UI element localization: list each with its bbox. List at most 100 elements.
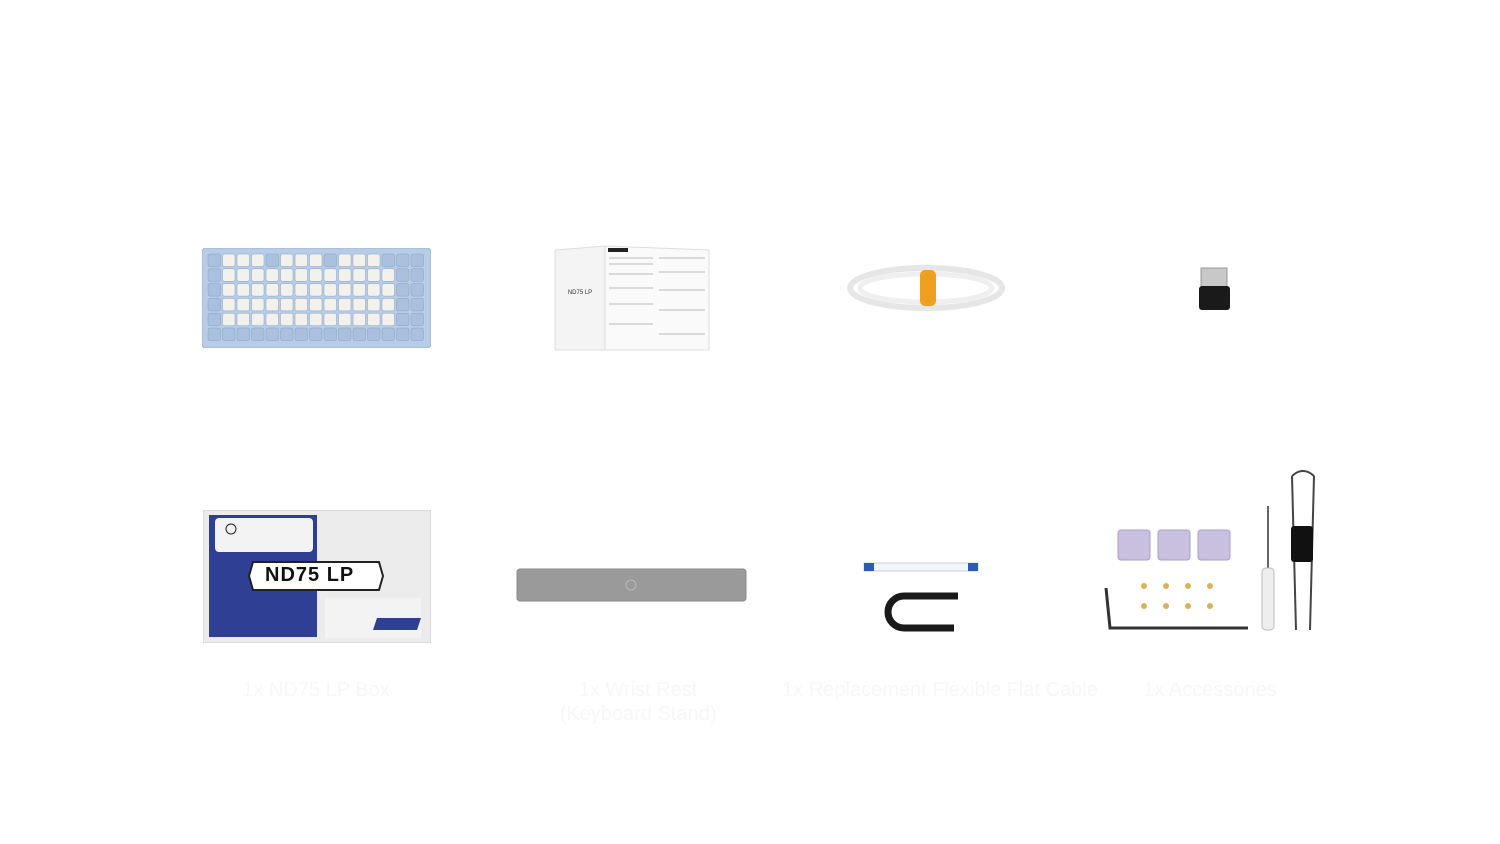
manual-title: ND75 LP — [568, 290, 592, 296]
keycap — [381, 312, 395, 326]
keycap — [410, 298, 424, 312]
keycap — [265, 327, 279, 341]
keycap — [251, 298, 265, 312]
keycap — [222, 283, 236, 297]
keycaps — [207, 253, 424, 341]
keycap — [222, 312, 236, 326]
keycap — [222, 253, 236, 267]
box-image — [203, 510, 431, 643]
flex-cable-label: 1x Replacement Flexible Flat Cable — [782, 679, 1098, 701]
keycap — [294, 312, 308, 326]
manual-image: ND75 LP — [554, 245, 710, 351]
keycap — [236, 312, 250, 326]
keycap — [338, 327, 352, 341]
keycap — [338, 253, 352, 267]
keycap — [294, 253, 308, 267]
keycap — [251, 312, 265, 326]
keycap — [207, 268, 221, 282]
keycap — [207, 283, 221, 297]
keycap — [396, 253, 410, 267]
flex-cable-image — [863, 562, 979, 632]
accessories-label: 1x Accessories — [1143, 679, 1277, 701]
keycap — [207, 298, 221, 312]
keycap — [251, 283, 265, 297]
keycap — [381, 268, 395, 282]
accessories-image — [1104, 470, 1315, 631]
box-logo-text: ND75 LP — [265, 564, 355, 586]
keycap — [222, 327, 236, 341]
keycap — [338, 268, 352, 282]
keycap — [280, 298, 294, 312]
keycap — [323, 312, 337, 326]
keycap — [251, 268, 265, 282]
keycap — [323, 253, 337, 267]
keycap — [280, 283, 294, 297]
keycap — [381, 327, 395, 341]
keycap — [396, 283, 410, 297]
keycap — [381, 283, 395, 297]
keycap — [222, 268, 236, 282]
keycap — [236, 268, 250, 282]
usb-receiver-image — [1199, 267, 1230, 310]
hex-key — [1104, 587, 1248, 630]
keycap — [367, 312, 381, 326]
keycap — [352, 312, 366, 326]
keycap — [236, 283, 250, 297]
keycap — [352, 268, 366, 282]
keycap — [309, 312, 323, 326]
keycap — [410, 253, 424, 267]
keycap — [352, 253, 366, 267]
keycap — [410, 312, 424, 326]
brand-logo-icon — [625, 579, 637, 591]
keycap — [294, 283, 308, 297]
keycap — [236, 253, 250, 267]
keycap — [207, 327, 221, 341]
keycap — [367, 268, 381, 282]
keycap — [265, 253, 279, 267]
keycap — [280, 312, 294, 326]
keycap — [352, 283, 366, 297]
keycap — [265, 283, 279, 297]
keycap — [236, 298, 250, 312]
keycap — [280, 253, 294, 267]
wrist-rest-label: 1x Wrist Rest (Keyboard Stand) — [488, 678, 788, 726]
keycap — [396, 327, 410, 341]
keycap — [207, 312, 221, 326]
usb-cable-image — [847, 265, 1005, 311]
keycap — [251, 253, 265, 267]
keycap — [323, 283, 337, 297]
keycap — [381, 298, 395, 312]
keycap — [309, 327, 323, 341]
keycap — [338, 312, 352, 326]
keycap — [265, 312, 279, 326]
cable-tie — [920, 270, 936, 306]
keycap — [410, 268, 424, 282]
wrist-rest-label-line2: (Keyboard Stand) — [559, 703, 717, 725]
keycap — [396, 298, 410, 312]
keycap — [309, 268, 323, 282]
keycap — [367, 283, 381, 297]
keycap — [323, 268, 337, 282]
screwdriver-handle — [1261, 567, 1275, 631]
keycap — [396, 312, 410, 326]
keycap — [367, 327, 381, 341]
keycap — [280, 327, 294, 341]
keycap — [396, 268, 410, 282]
keyboard-image — [202, 248, 431, 348]
keycap — [265, 298, 279, 312]
keycap — [381, 253, 395, 267]
keycap — [323, 298, 337, 312]
brand-logo-icon — [225, 523, 237, 535]
keycap — [309, 253, 323, 267]
keycap — [294, 327, 308, 341]
keycap — [280, 268, 294, 282]
keycap — [352, 298, 366, 312]
box-label: 1x ND75 LP Box — [242, 679, 390, 701]
keycap — [251, 327, 265, 341]
switches — [1117, 529, 1231, 561]
keycap — [410, 283, 424, 297]
keycap — [309, 283, 323, 297]
keycap — [265, 268, 279, 282]
keycap — [294, 298, 308, 312]
keycap — [236, 327, 250, 341]
